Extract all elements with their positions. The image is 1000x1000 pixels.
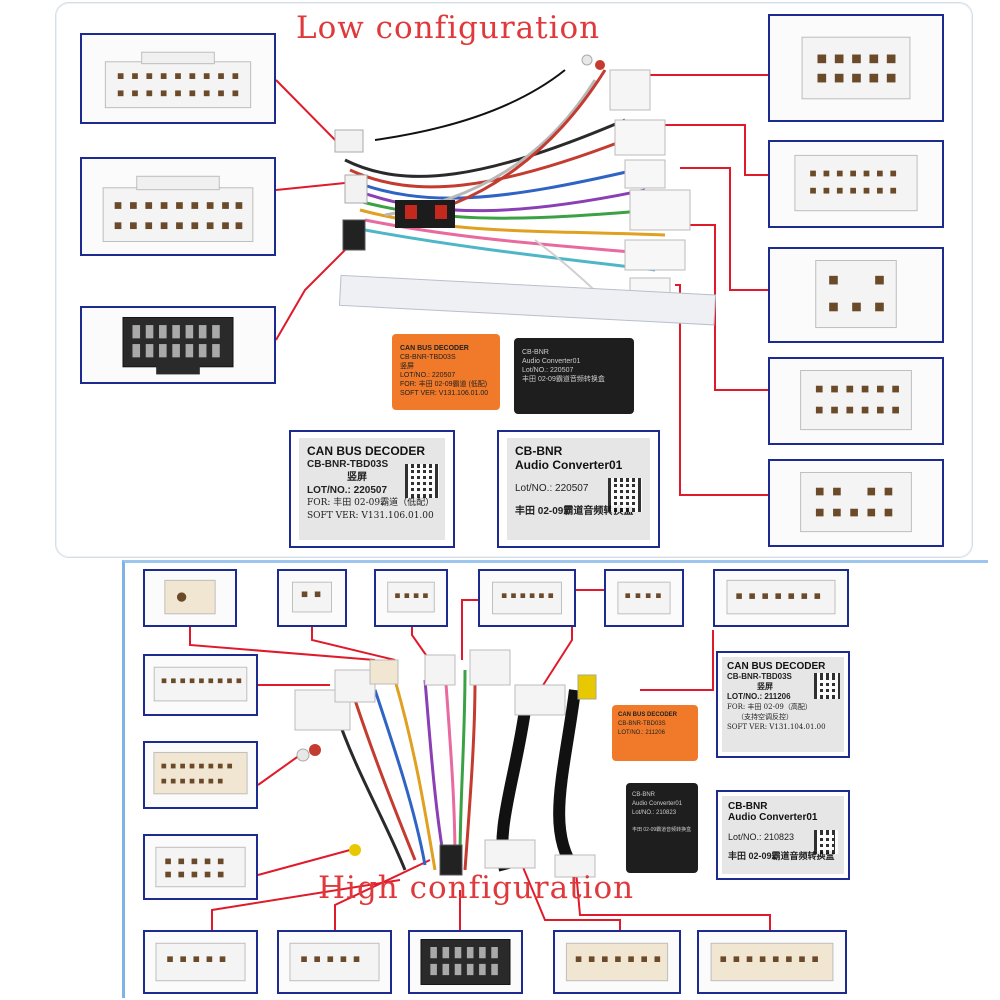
qr-code-icon bbox=[405, 464, 439, 498]
hc-connector-bottom-2 bbox=[277, 930, 392, 994]
connector-box-right-2 bbox=[768, 140, 944, 228]
connector-box-right-1 bbox=[768, 14, 944, 122]
low-converter-device: CB-BNR Audio Converter01 Lot/NO.: 220507… bbox=[514, 338, 634, 414]
hc-connector-left-2 bbox=[143, 741, 258, 809]
low-config-title: Low configuration bbox=[296, 10, 601, 46]
connector-box-right-5 bbox=[768, 459, 944, 547]
qr-code-icon bbox=[608, 478, 642, 512]
connector-box-right-3 bbox=[768, 247, 944, 343]
low-decoder-label: CAN BUS DECODER CB-BNR-TBD03S 竖屏 LOT/NO.… bbox=[289, 430, 455, 548]
hc-connector-bottom-4 bbox=[553, 930, 681, 994]
hc-connector-bottom-5 bbox=[697, 930, 847, 994]
connector-box-left-3 bbox=[80, 306, 276, 384]
qr-code-icon bbox=[814, 673, 840, 699]
hc-connector-bottom-3 bbox=[408, 930, 523, 994]
hc-connector-top-4 bbox=[478, 569, 576, 627]
high-decoder-label: CAN BUS DECODER CB-BNR-TBD03S 竖屏 LOT/NO.… bbox=[716, 651, 850, 758]
hc-connector-left-3 bbox=[143, 834, 258, 900]
top-callout-lines bbox=[275, 74, 768, 496]
hc-connector-bottom-1 bbox=[143, 930, 258, 994]
high-config-title: High configuration bbox=[318, 870, 635, 906]
low-converter-label: CB-BNR Audio Converter01 Lot/NO.: 220507… bbox=[497, 430, 660, 548]
hc-connector-top-1 bbox=[143, 569, 237, 627]
high-decoder-device: CAN BUS DECODER CB-BNR-TBD03S LOT/NO.: 2… bbox=[612, 705, 698, 761]
hc-connector-top-5 bbox=[604, 569, 684, 627]
qr-code-icon bbox=[814, 830, 838, 854]
high-config-harness bbox=[294, 649, 597, 878]
connector-box-right-4 bbox=[768, 357, 944, 445]
low-decoder-device: CAN BUS DECODER CB-BNR-TBD03S 竖屏 LOT/NO.… bbox=[392, 334, 500, 410]
low-config-harness bbox=[334, 54, 717, 326]
high-converter-device: CB-BNR Audio Converter01 Lot/NO.: 210823… bbox=[626, 783, 698, 873]
connector-box-left-1 bbox=[80, 33, 276, 124]
hc-connector-top-6 bbox=[713, 569, 849, 627]
connector-box-left-2 bbox=[80, 157, 276, 256]
high-converter-label: CB-BNR Audio Converter01 Lot/NO.: 210823… bbox=[716, 790, 850, 880]
hc-connector-left-1 bbox=[143, 654, 258, 716]
hc-connector-top-3 bbox=[374, 569, 448, 627]
hc-connector-top-2 bbox=[277, 569, 347, 627]
